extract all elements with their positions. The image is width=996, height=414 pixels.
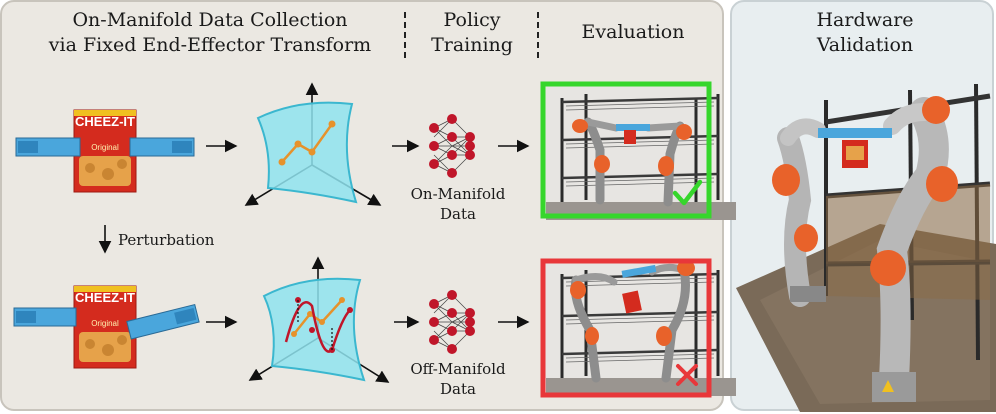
eval-failure-scene — [540, 258, 738, 398]
perturbation-label: Perturbation — [118, 231, 215, 249]
box-sub-text: Original — [91, 143, 119, 152]
cross-icon — [676, 364, 698, 386]
box-brand-text: CHEEZ-IT — [75, 290, 135, 305]
hardware-photo — [736, 83, 996, 412]
gripper-box-off — [13, 285, 200, 369]
neural-network-off — [428, 289, 476, 355]
hardware-header: Hardware Validation — [816, 9, 914, 56]
on-manifold-label: On-Manifold Data — [410, 185, 506, 223]
check-icon — [672, 179, 703, 206]
off-manifold-label: Off-Manifold Data — [410, 360, 506, 398]
neural-network-on — [428, 113, 476, 179]
collection-header: On-Manifold Data Collection via Fixed En… — [48, 9, 372, 56]
gripper-box-on — [15, 109, 195, 193]
manifold-on — [244, 82, 382, 206]
manifold-off — [248, 256, 390, 383]
box-brand-text: CHEEZ-IT — [75, 114, 135, 129]
evaluation-header: Evaluation — [581, 21, 685, 43]
training-header: Policy Training — [431, 9, 513, 56]
eval-success-scene — [540, 81, 738, 222]
box-sub-text: Original — [91, 319, 119, 328]
